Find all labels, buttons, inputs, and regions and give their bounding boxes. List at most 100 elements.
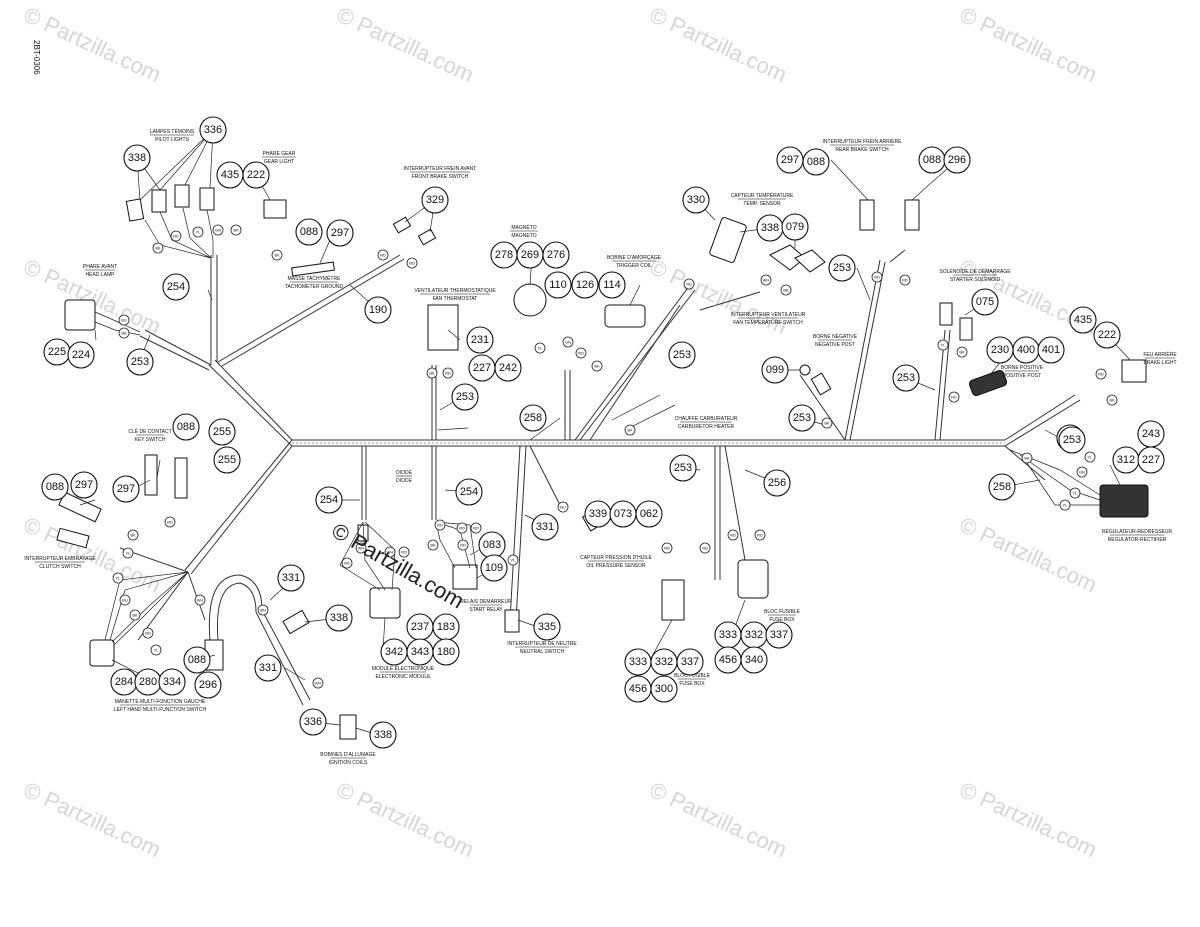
callout-225: 225 bbox=[43, 338, 71, 366]
callout-number: 297 bbox=[781, 154, 799, 166]
callout-088-d: 088 bbox=[172, 413, 200, 441]
callout-number: 255 bbox=[218, 454, 236, 466]
svg-text:MANETTE MULTI-FONCTION GAUCHE: MANETTE MULTI-FONCTION GAUCHE bbox=[115, 699, 206, 705]
callout-number: 253 bbox=[897, 372, 915, 384]
callout-number: 333 bbox=[629, 656, 647, 668]
svg-text:RD: RD bbox=[686, 282, 692, 287]
callout-number: 253 bbox=[456, 391, 474, 403]
callout-332-b: 332 bbox=[740, 621, 768, 649]
svg-text:STARTER SOLENOID: STARTER SOLENOID bbox=[950, 277, 1000, 283]
watermark: © Partzilla.com bbox=[333, 777, 478, 862]
svg-text:BK: BK bbox=[594, 364, 600, 369]
svg-text:RD: RD bbox=[902, 278, 908, 283]
wire-tag: YL bbox=[1059, 499, 1071, 511]
callout-circle bbox=[299, 708, 327, 736]
callout-297-c: 297 bbox=[112, 475, 140, 503]
svg-text:WH: WH bbox=[315, 681, 322, 686]
callout-254-b: 254 bbox=[315, 486, 343, 514]
callout-227-b: 227 bbox=[1137, 446, 1165, 474]
callout-circle bbox=[112, 475, 140, 503]
callout-110: 110 bbox=[544, 271, 572, 299]
wire-tag: BK bbox=[271, 249, 283, 261]
svg-text:BK: BK bbox=[627, 428, 633, 433]
callout-circle bbox=[635, 500, 663, 528]
callout-253-h: 253 bbox=[669, 454, 697, 482]
svg-text:LEFT HAND MULTI-FUNCTION SWITC: LEFT HAND MULTI-FUNCTION SWITCH bbox=[114, 707, 207, 713]
svg-text:BK: BK bbox=[1024, 456, 1030, 461]
wire-tag: BK bbox=[118, 327, 130, 339]
wire-tag: RD bbox=[398, 546, 410, 558]
callout-number: 332 bbox=[655, 656, 673, 668]
watermark: © Partzilla.com bbox=[956, 2, 1101, 87]
callout-circle bbox=[369, 721, 397, 749]
callout-256: 256 bbox=[763, 469, 791, 497]
callout-number: 343 bbox=[411, 646, 429, 658]
callout-circle bbox=[943, 146, 971, 174]
callout-243: 243 bbox=[1137, 420, 1165, 448]
watermark: © Partzilla.com bbox=[956, 512, 1101, 597]
callout-258-a: 258 bbox=[519, 404, 547, 432]
svg-text:BORNE POSITIVE: BORNE POSITIVE bbox=[1001, 365, 1044, 371]
callout-circle bbox=[533, 613, 561, 641]
callout-circle bbox=[988, 473, 1016, 501]
callout-number: 253 bbox=[833, 262, 851, 274]
svg-text:RD: RD bbox=[757, 533, 763, 538]
callout-circle bbox=[828, 254, 856, 282]
svg-text:RD: RD bbox=[951, 395, 957, 400]
callout-338-b: 338 bbox=[756, 214, 784, 242]
callout-circle bbox=[41, 473, 69, 501]
callout-342: 342 bbox=[380, 638, 408, 666]
svg-text:CARBURETOR HEATER: CARBURETOR HEATER bbox=[678, 424, 735, 430]
callout-number: 297 bbox=[75, 479, 93, 491]
callout-338-c: 338 bbox=[325, 604, 353, 632]
svg-text:FAN THERMOSTAT: FAN THERMOSTAT bbox=[433, 296, 478, 302]
callout-255-b: 255 bbox=[213, 446, 241, 474]
callout-number: 253 bbox=[673, 349, 691, 361]
svg-text:POSITIVE POST: POSITIVE POST bbox=[1003, 373, 1041, 379]
callout-number: 225 bbox=[48, 346, 66, 358]
callout-circle bbox=[421, 186, 449, 214]
wire-tag: RD bbox=[727, 529, 739, 541]
callout-number: 227 bbox=[1142, 454, 1160, 466]
svg-text:RD: RD bbox=[473, 526, 479, 531]
callout-312: 312 bbox=[1112, 446, 1140, 474]
callout-number: 243 bbox=[1142, 428, 1160, 440]
callout-circle bbox=[70, 471, 98, 499]
callout-circle bbox=[194, 671, 222, 699]
callout-number: 222 bbox=[247, 169, 265, 181]
svg-text:BRAKE LIGHT: BRAKE LIGHT bbox=[1143, 360, 1176, 366]
callout-circle bbox=[208, 418, 236, 446]
callout-075: 075 bbox=[971, 288, 999, 316]
wire-tag: YL bbox=[122, 547, 134, 559]
callout-253-c: 253 bbox=[828, 254, 856, 282]
callout-circle bbox=[199, 116, 227, 144]
svg-text:YL: YL bbox=[196, 230, 202, 235]
svg-text:TACHOMETER GROUND: TACHOMETER GROUND bbox=[285, 284, 344, 290]
wire-tag: YL bbox=[112, 572, 124, 584]
callout-number: 338 bbox=[128, 152, 146, 164]
callout-number: 296 bbox=[948, 154, 966, 166]
svg-text:REGULATOR-RECTIFIER: REGULATOR-RECTIFIER bbox=[1108, 537, 1167, 543]
callout-number: 088 bbox=[188, 654, 206, 666]
callout-297-d: 297 bbox=[70, 471, 98, 499]
svg-text:RD: RD bbox=[730, 533, 736, 538]
callout-circle bbox=[892, 364, 920, 392]
callout-331-a: 331 bbox=[531, 513, 559, 541]
callout-number: 088 bbox=[923, 154, 941, 166]
wire-tag: RD bbox=[341, 557, 353, 569]
callout-number: 332 bbox=[745, 629, 763, 641]
callout-circle bbox=[277, 564, 305, 592]
callout-224: 224 bbox=[67, 341, 95, 369]
wire-tag: YL bbox=[1084, 451, 1096, 463]
svg-text:DIODE: DIODE bbox=[396, 478, 413, 484]
callout-088-b: 088 bbox=[802, 148, 830, 176]
callout-number: 083 bbox=[483, 539, 501, 551]
wire-tag: RD bbox=[456, 522, 468, 534]
